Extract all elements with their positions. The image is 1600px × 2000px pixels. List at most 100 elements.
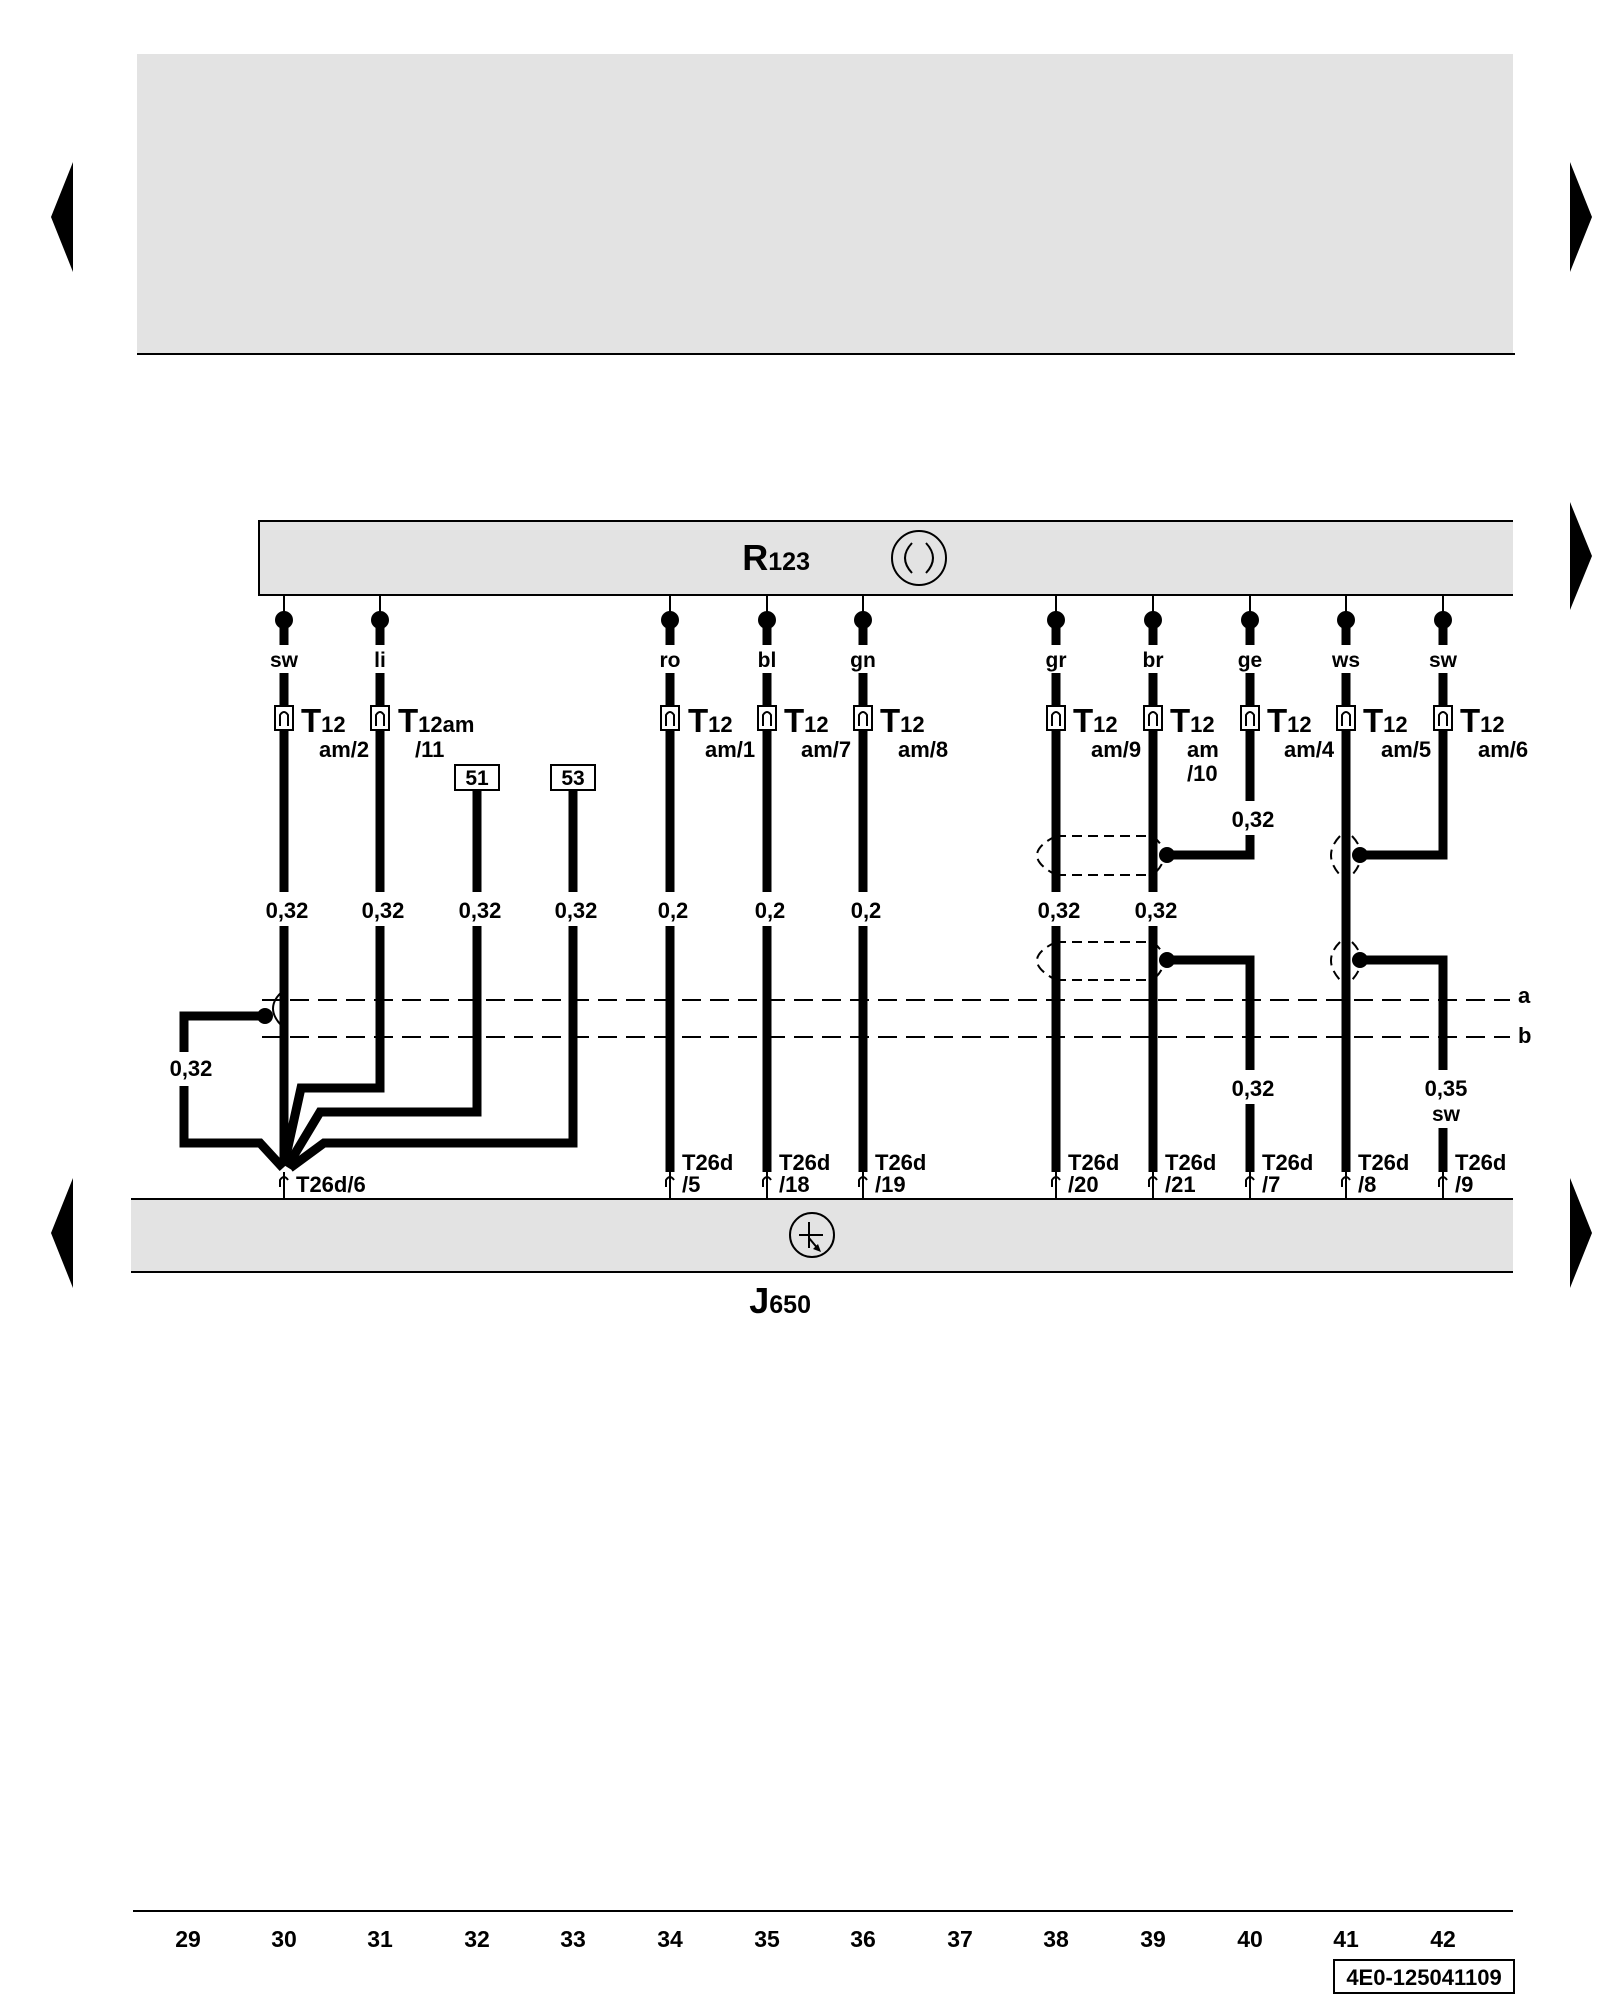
nav-next-arrow-bottom[interactable] [1570, 1178, 1592, 1288]
bottom-pin-41 [1341, 1172, 1351, 1199]
connector-36 [853, 705, 873, 731]
component-j650-number: 650 [769, 1291, 811, 1319]
column-number: 32 [464, 1926, 490, 1952]
wire-color-31: li [374, 649, 386, 672]
component-j650-letter: J [749, 1280, 769, 1321]
column-numbers: 29 30 31 32 33 34 35 36 37 38 39 40 41 4… [175, 1926, 1456, 1952]
ref-label-53: 53 [561, 767, 584, 790]
xsec-35: 0,2 [755, 898, 786, 923]
connector-pin-35: am/7 [801, 737, 851, 762]
wire-ge-40-upper [1167, 622, 1255, 860]
bottom-pin-30 [279, 1172, 289, 1199]
xsec-33: 0,32 [555, 898, 598, 923]
top-pins [275, 595, 1452, 629]
wire-ref53-33 [287, 790, 578, 1172]
connector-pin-31: /11 [415, 737, 444, 762]
xsec-40-lower: 0,32 [1232, 1076, 1275, 1101]
connector-label-40: T12 [1267, 702, 1312, 739]
bottom-pin-36 [858, 1172, 868, 1199]
bottom-connector-36-l1: T26d [875, 1150, 926, 1175]
bottom-connector-labels: T26d/6 T26d /5 T26d /18 T26d /19 T26d /2… [296, 1150, 1506, 1197]
xsec-42-lower: 0,35 [1425, 1076, 1468, 1101]
connector-label-34: T12 [688, 702, 733, 739]
wire-sw-42-lower [1360, 955, 1448, 1172]
connector-31 [370, 705, 390, 731]
column-number: 34 [657, 1926, 683, 1952]
connector-pin-41: am/5 [1381, 737, 1431, 762]
column-number: 30 [271, 1926, 297, 1952]
pin-42 [1434, 595, 1452, 629]
svg-text:R123: R123 [742, 537, 810, 578]
reference-boxes[interactable]: 51 53 [454, 764, 596, 791]
wire-loop [179, 1011, 287, 1172]
wire-color-40: ge [1238, 649, 1263, 672]
bottom-connector-34-l2: /5 [682, 1172, 700, 1197]
shield-label-b: b [1518, 1023, 1531, 1048]
connector-pin-34: am/1 [705, 737, 755, 762]
bottom-connector-41-l2: /8 [1358, 1172, 1376, 1197]
xsec-42-lower-color: sw [1432, 1103, 1461, 1126]
pin-31 [371, 595, 389, 629]
bottom-connector-30: T26d/6 [296, 1172, 366, 1197]
ref-label-51: 51 [465, 767, 489, 790]
connector-label-42: T12 [1460, 702, 1505, 739]
nav-prev-arrow-top[interactable] [51, 162, 73, 272]
bottom-connector-38-l1: T26d [1068, 1150, 1119, 1175]
xsec-32: 0,32 [459, 898, 502, 923]
connector-pin-36: am/8 [898, 737, 948, 762]
connector-34 [660, 705, 680, 731]
wire-color-34: ro [660, 649, 681, 672]
column-number: 29 [175, 1926, 201, 1952]
ref-box-51 [454, 764, 500, 791]
component-r123: R123 [258, 520, 1513, 596]
ref-box-53 [550, 764, 596, 791]
bottom-connector-40-l1: T26d [1262, 1150, 1313, 1175]
connector-label-30: T12 [301, 702, 346, 739]
bottom-connector-40-l2: /7 [1262, 1172, 1280, 1197]
bottom-pin-34 [665, 1172, 675, 1199]
pin-41 [1337, 595, 1355, 629]
component-j650: J650 [131, 1198, 1513, 1321]
bottom-connector-41-l1: T26d [1358, 1150, 1409, 1175]
xsec-34: 0,2 [658, 898, 689, 923]
column-number: 36 [850, 1926, 876, 1952]
wire-color-36: gn [850, 649, 876, 672]
connector-label-31: T12am [398, 702, 474, 739]
shield-junctions [257, 835, 1368, 1029]
connector-label-38: T12 [1073, 702, 1118, 739]
connector-42 [1433, 705, 1453, 731]
nav-next-arrow-top[interactable] [1570, 162, 1592, 272]
column-number: 31 [367, 1926, 393, 1952]
bottom-pins [279, 1172, 1448, 1199]
bottom-connector-38-l2: /20 [1068, 1172, 1099, 1197]
wire-color-38: gr [1046, 649, 1067, 672]
connector-label-36: T12 [880, 702, 925, 739]
bottom-connector-36-l2: /19 [875, 1172, 906, 1197]
bottom-pin-38 [1051, 1172, 1061, 1199]
connector-pin-40: am/4 [1284, 737, 1335, 762]
wire-color-39: br [1143, 649, 1164, 672]
nav-prev-arrow-bottom[interactable] [51, 1178, 73, 1288]
connector-38 [1046, 705, 1066, 731]
component-r123-letter: R [742, 537, 768, 578]
wire-li-31 [279, 622, 385, 1166]
wire-color-gaps [268, 645, 1459, 673]
wire-sw-42-upper [1360, 622, 1448, 860]
wire-color-35: bl [758, 649, 777, 672]
connector-label-39: T12 [1170, 702, 1215, 739]
bottom-connector-35-l1: T26d [779, 1150, 830, 1175]
column-number: 39 [1140, 1926, 1166, 1952]
connector-label-41: T12 [1363, 702, 1408, 739]
wire-ref51-32 [283, 790, 482, 1170]
pin-38 [1047, 595, 1065, 629]
column-number: 37 [947, 1926, 973, 1952]
shield-label-a: a [1518, 983, 1531, 1008]
xsec-loop: 0,32 [170, 1056, 213, 1081]
connector-40 [1240, 705, 1260, 731]
connector-41 [1336, 705, 1356, 731]
xsec-40-upper: 0,32 [1232, 807, 1275, 832]
connector-pin-42: am/6 [1478, 737, 1528, 762]
xsec-39: 0,32 [1135, 898, 1178, 923]
nav-next-arrow-middle[interactable] [1570, 502, 1592, 610]
wire-color-30: sw [270, 649, 299, 672]
